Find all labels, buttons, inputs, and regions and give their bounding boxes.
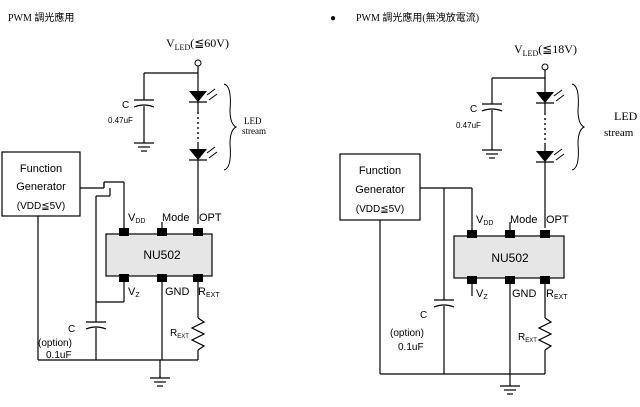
left-cap-top-ground-icon (134, 142, 154, 152)
left-pin-rext (193, 274, 203, 282)
left-fg-line1: Function (20, 163, 62, 175)
left-cap-bot-label: C (68, 324, 75, 335)
left-res-label: REXT (170, 328, 189, 340)
right-fg-line2: Generator (355, 184, 405, 196)
right-led-label-2: stream (604, 127, 634, 139)
left-function-generator (1, 151, 81, 217)
right-heading: PWM 調光應用(無洩放電流) (356, 11, 479, 24)
left-pin-vz-label: VZ (128, 286, 140, 299)
right-led-2-icon (536, 148, 565, 163)
left-pin-mode-label: Mode (162, 212, 190, 224)
left-chip-label: NU502 (143, 248, 181, 262)
left-cap-top-value: 0.47uF (108, 116, 133, 125)
right-vled-label: VLED(≦18V) (514, 42, 577, 58)
left-vled-label: VLED(≦60V) (166, 36, 229, 52)
left-cap-bot-plate2 (85, 326, 107, 330)
left-pin-rext-label: REXT (198, 286, 220, 299)
right-bullet: ● (330, 13, 336, 24)
right-pin-vz-label: VZ (476, 288, 488, 301)
right-chip-label: NU502 (491, 251, 529, 265)
right-pin-rext-label: REXT (546, 288, 568, 301)
right-pin-vz (467, 276, 477, 284)
left-vled-terminal (194, 59, 202, 67)
left-pin-gnd (157, 274, 167, 282)
left-cap-bot-option: (option) (38, 338, 72, 349)
left-led-1-icon (189, 88, 218, 103)
left-fg-line3: (VDD≦5V) (17, 201, 65, 212)
right-res-label: REXT (518, 332, 537, 344)
left-led-label-2: stream (242, 126, 266, 136)
right-pin-rext (540, 276, 550, 284)
right-cap-top-value: 0.47uF (456, 121, 481, 130)
right-led-brace (571, 83, 586, 171)
right-pin-vdd (467, 230, 477, 238)
left-led-label-1: LED (244, 116, 262, 126)
right-cap-bot-value: 0.1uF (398, 342, 424, 353)
right-vled-terminal (541, 63, 549, 71)
left-cap-bot-value: 0.1uF (46, 350, 72, 361)
left-cap-top-label: C (122, 100, 129, 111)
right-cap-top-ground-icon (482, 149, 502, 159)
right-pin-gnd-label: GND (512, 288, 537, 300)
left-pin-vdd (119, 228, 129, 236)
right-nu502-chip (453, 235, 565, 279)
right-pin-opt-label: OPT (546, 214, 569, 226)
right-ground-icon (500, 385, 520, 395)
right-function-generator (339, 153, 421, 221)
left-led-2-icon (189, 146, 218, 161)
right-led-label-1: LED (614, 109, 638, 123)
right-fg-line3: (VDD≦5V) (356, 204, 404, 215)
left-fg-line2: Generator (16, 181, 66, 193)
left-pin-opt (193, 228, 203, 236)
right-rext-resistor-icon (537, 317, 553, 351)
left-cap-top-plate2 (133, 104, 155, 108)
left-heading: PWM 調光應用 (8, 11, 74, 24)
left-led-brace (223, 83, 238, 171)
right-cap-bot-label: C (420, 310, 427, 321)
right-pin-opt (540, 230, 550, 238)
right-led-1-icon (536, 89, 565, 104)
right-pin-mode (505, 230, 515, 238)
right-pin-mode-label: Mode (510, 214, 538, 226)
left-pin-vdd-label: VDD (128, 212, 145, 225)
left-pin-gnd-label: GND (165, 286, 190, 298)
right-schematic: ● PWM 調光應用(無洩放電流) VLED(≦18V) C 0.47uF (330, 11, 638, 395)
left-ground-icon (150, 377, 170, 387)
left-pin-opt-label: OPT (199, 212, 222, 224)
right-cap-top-label: C (470, 104, 477, 115)
right-pin-vdd-label: VDD (476, 214, 493, 227)
left-nu502-chip (105, 233, 213, 277)
right-pin-gnd (505, 276, 515, 284)
right-cap-bot-option: (option) (390, 328, 424, 339)
left-rext-resistor-icon (190, 317, 206, 351)
right-cap-bot-plate2 (433, 304, 455, 308)
right-cap-top-plate2 (481, 108, 503, 112)
right-fg-line1: Function (359, 165, 401, 177)
left-schematic: PWM 調光應用 VLED(≦60V) C 0.47uF (1, 11, 266, 387)
left-pin-vz (119, 274, 129, 282)
left-pin-mode (157, 228, 167, 236)
